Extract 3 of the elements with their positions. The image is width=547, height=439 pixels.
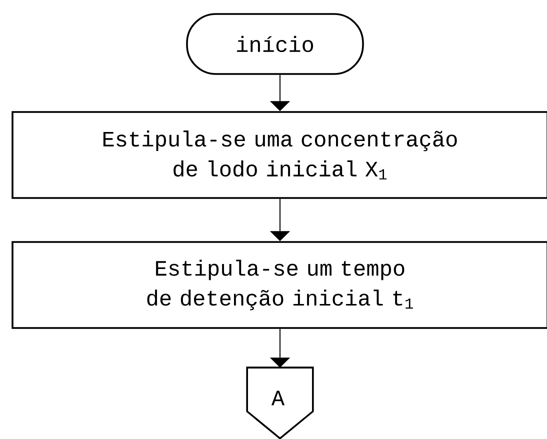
- connector-pentagon: A: [246, 366, 314, 439]
- process-box: Estipula-se um tempo de detenção inicial t$_{1}$: [12, 241, 547, 329]
- process-box: Estipula-se uma concentração de lodo inicial X$_{1}$: [12, 111, 547, 199]
